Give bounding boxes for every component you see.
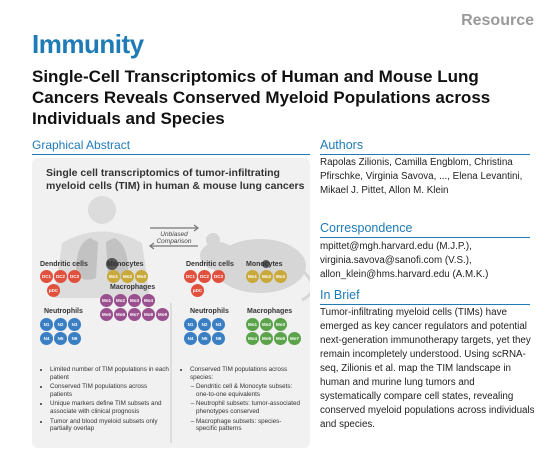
monocyte-dot: Mo3 [135, 270, 148, 283]
email-link[interactable]: allon_klein@hms.harvard.edu (A.M.K.) [320, 269, 489, 280]
macrophage-dot: Mo5 [260, 332, 273, 345]
monocyte-dot: Mo1 [107, 270, 120, 283]
macrophage-dot: Mo4 [142, 294, 155, 307]
section-divider [320, 154, 530, 155]
in-brief-text: Tumor-infiltrating myeloid cells (TIMs) … [320, 307, 535, 430]
monocyte-dot: Mo2 [260, 270, 273, 283]
neutrophil-dot: N1 [40, 318, 53, 331]
macrophage-dot: Mo7 [288, 332, 301, 345]
article-title: Single-Cell Transcriptomics of Human and… [32, 67, 491, 128]
correspondence-list: mpittet@mgh.harvard.edu (M.J.P.), virgin… [320, 240, 542, 282]
graphical-abstract-panel: Single cell transcriptomics of tumor-inf… [32, 158, 310, 448]
graphical-abstract-heading: Graphical Abstract [32, 138, 131, 152]
correspondence-heading: Correspondence [320, 221, 413, 235]
comparison-label: Unbiased Comparison [156, 231, 192, 245]
article-category: Resource [461, 12, 534, 29]
neutrophil-dot: N5 [198, 332, 211, 345]
monocyte-dot: Mo1 [246, 270, 259, 283]
monocyte-dot: Mo2 [121, 270, 134, 283]
human-mac-label: Macrophages [110, 284, 156, 291]
human-finding: Unique markers define TIM subsets and as… [50, 400, 170, 415]
neutrophil-dot: N5 [54, 332, 67, 345]
neutrophil-dot: N6 [68, 332, 81, 345]
email-link[interactable]: virginia.savova@sanofi.com (V.S.), [320, 255, 472, 266]
neutrophil-dot: N2 [54, 318, 67, 331]
neutrophil-dot: N6 [212, 332, 225, 345]
mouse-finding-title: Conserved TIM populations across species… [190, 366, 300, 381]
human-findings-list: Limited number of TIM populations in eac… [42, 366, 170, 435]
mouse-finding: Macrophage subsets: species-specific pat… [196, 418, 300, 433]
macrophage-dot: Mo6 [274, 332, 287, 345]
mouse-dc-label: Dendritic cells [186, 261, 234, 268]
dendritic-cell-dot: DC1 [40, 270, 53, 283]
dendritic-cell-dot: pDC [191, 284, 204, 297]
dendritic-cell-dot: DC3 [68, 270, 81, 283]
macrophage-dot: Mo4 [246, 332, 259, 345]
macrophage-dot: Mo9 [156, 308, 169, 321]
macrophage-dot: Mo2 [114, 294, 127, 307]
in-brief-heading: In Brief [320, 288, 360, 302]
human-finding: Tumor and blood myeloid subsets only par… [50, 418, 170, 433]
email-link[interactable]: mpittet@mgh.harvard.edu (M.J.P.), [320, 241, 472, 252]
human-finding: Conserved TIM populations across patient… [50, 383, 170, 398]
comparison-arrows-icon [149, 224, 199, 250]
macrophage-dot: Mo7 [128, 308, 141, 321]
dendritic-cell-dot: DC3 [212, 270, 225, 283]
mouse-finding: Neutrophil subsets: tumor-associated phe… [196, 400, 300, 415]
mouse-neut-label: Neutrophils [190, 308, 229, 315]
macrophage-dot: Mo3 [274, 318, 287, 331]
authors-list: Rapolas Zilionis, Camilla Engblom, Chris… [320, 157, 523, 196]
graphical-abstract-title: Single cell transcriptomics of tumor-inf… [46, 167, 305, 192]
lungs-icon [76, 238, 128, 280]
macrophage-dot: Mo3 [128, 294, 141, 307]
mouse-finding: Dendritic cell & Monocyte subsets: one-t… [196, 383, 300, 398]
human-dc-label: Dendritic cells [40, 261, 88, 268]
human-neut-label: Neutrophils [44, 308, 83, 315]
section-divider [320, 237, 530, 238]
dendritic-cell-dot: DC2 [54, 270, 67, 283]
neutrophil-dot: N1 [184, 318, 197, 331]
human-finding: Limited number of TIM populations in eac… [50, 366, 170, 381]
macrophage-dot: Mo5 [100, 308, 113, 321]
dendritic-cell-dot: DC1 [184, 270, 197, 283]
neutrophil-dot: N4 [184, 332, 197, 345]
neutrophil-dot: N2 [198, 318, 211, 331]
authors-heading: Authors [320, 138, 364, 152]
mouse-mac-label: Macrophages [247, 308, 293, 315]
dendritic-cell-dot: DC2 [198, 270, 211, 283]
human-mono-label: Monocytes [107, 261, 144, 268]
macrophage-dot: Mo6 [114, 308, 127, 321]
macrophage-dot: Mo1 [246, 318, 259, 331]
macrophage-dot: Mo1 [100, 294, 113, 307]
macrophage-dot: Mo2 [260, 318, 273, 331]
neutrophil-dot: N4 [40, 332, 53, 345]
macrophage-dot: Mo8 [142, 308, 155, 321]
section-divider [32, 154, 310, 155]
dendritic-cell-dot: pDC [47, 284, 60, 297]
mouse-mono-label: Monocytes [246, 261, 283, 268]
section-divider [320, 304, 530, 305]
mouse-findings-list: Conserved TIM populations across species… [182, 366, 300, 435]
neutrophil-dot: N3 [212, 318, 225, 331]
monocyte-dot: Mo3 [274, 270, 287, 283]
journal-name: Immunity [32, 29, 144, 59]
neutrophil-dot: N3 [68, 318, 81, 331]
